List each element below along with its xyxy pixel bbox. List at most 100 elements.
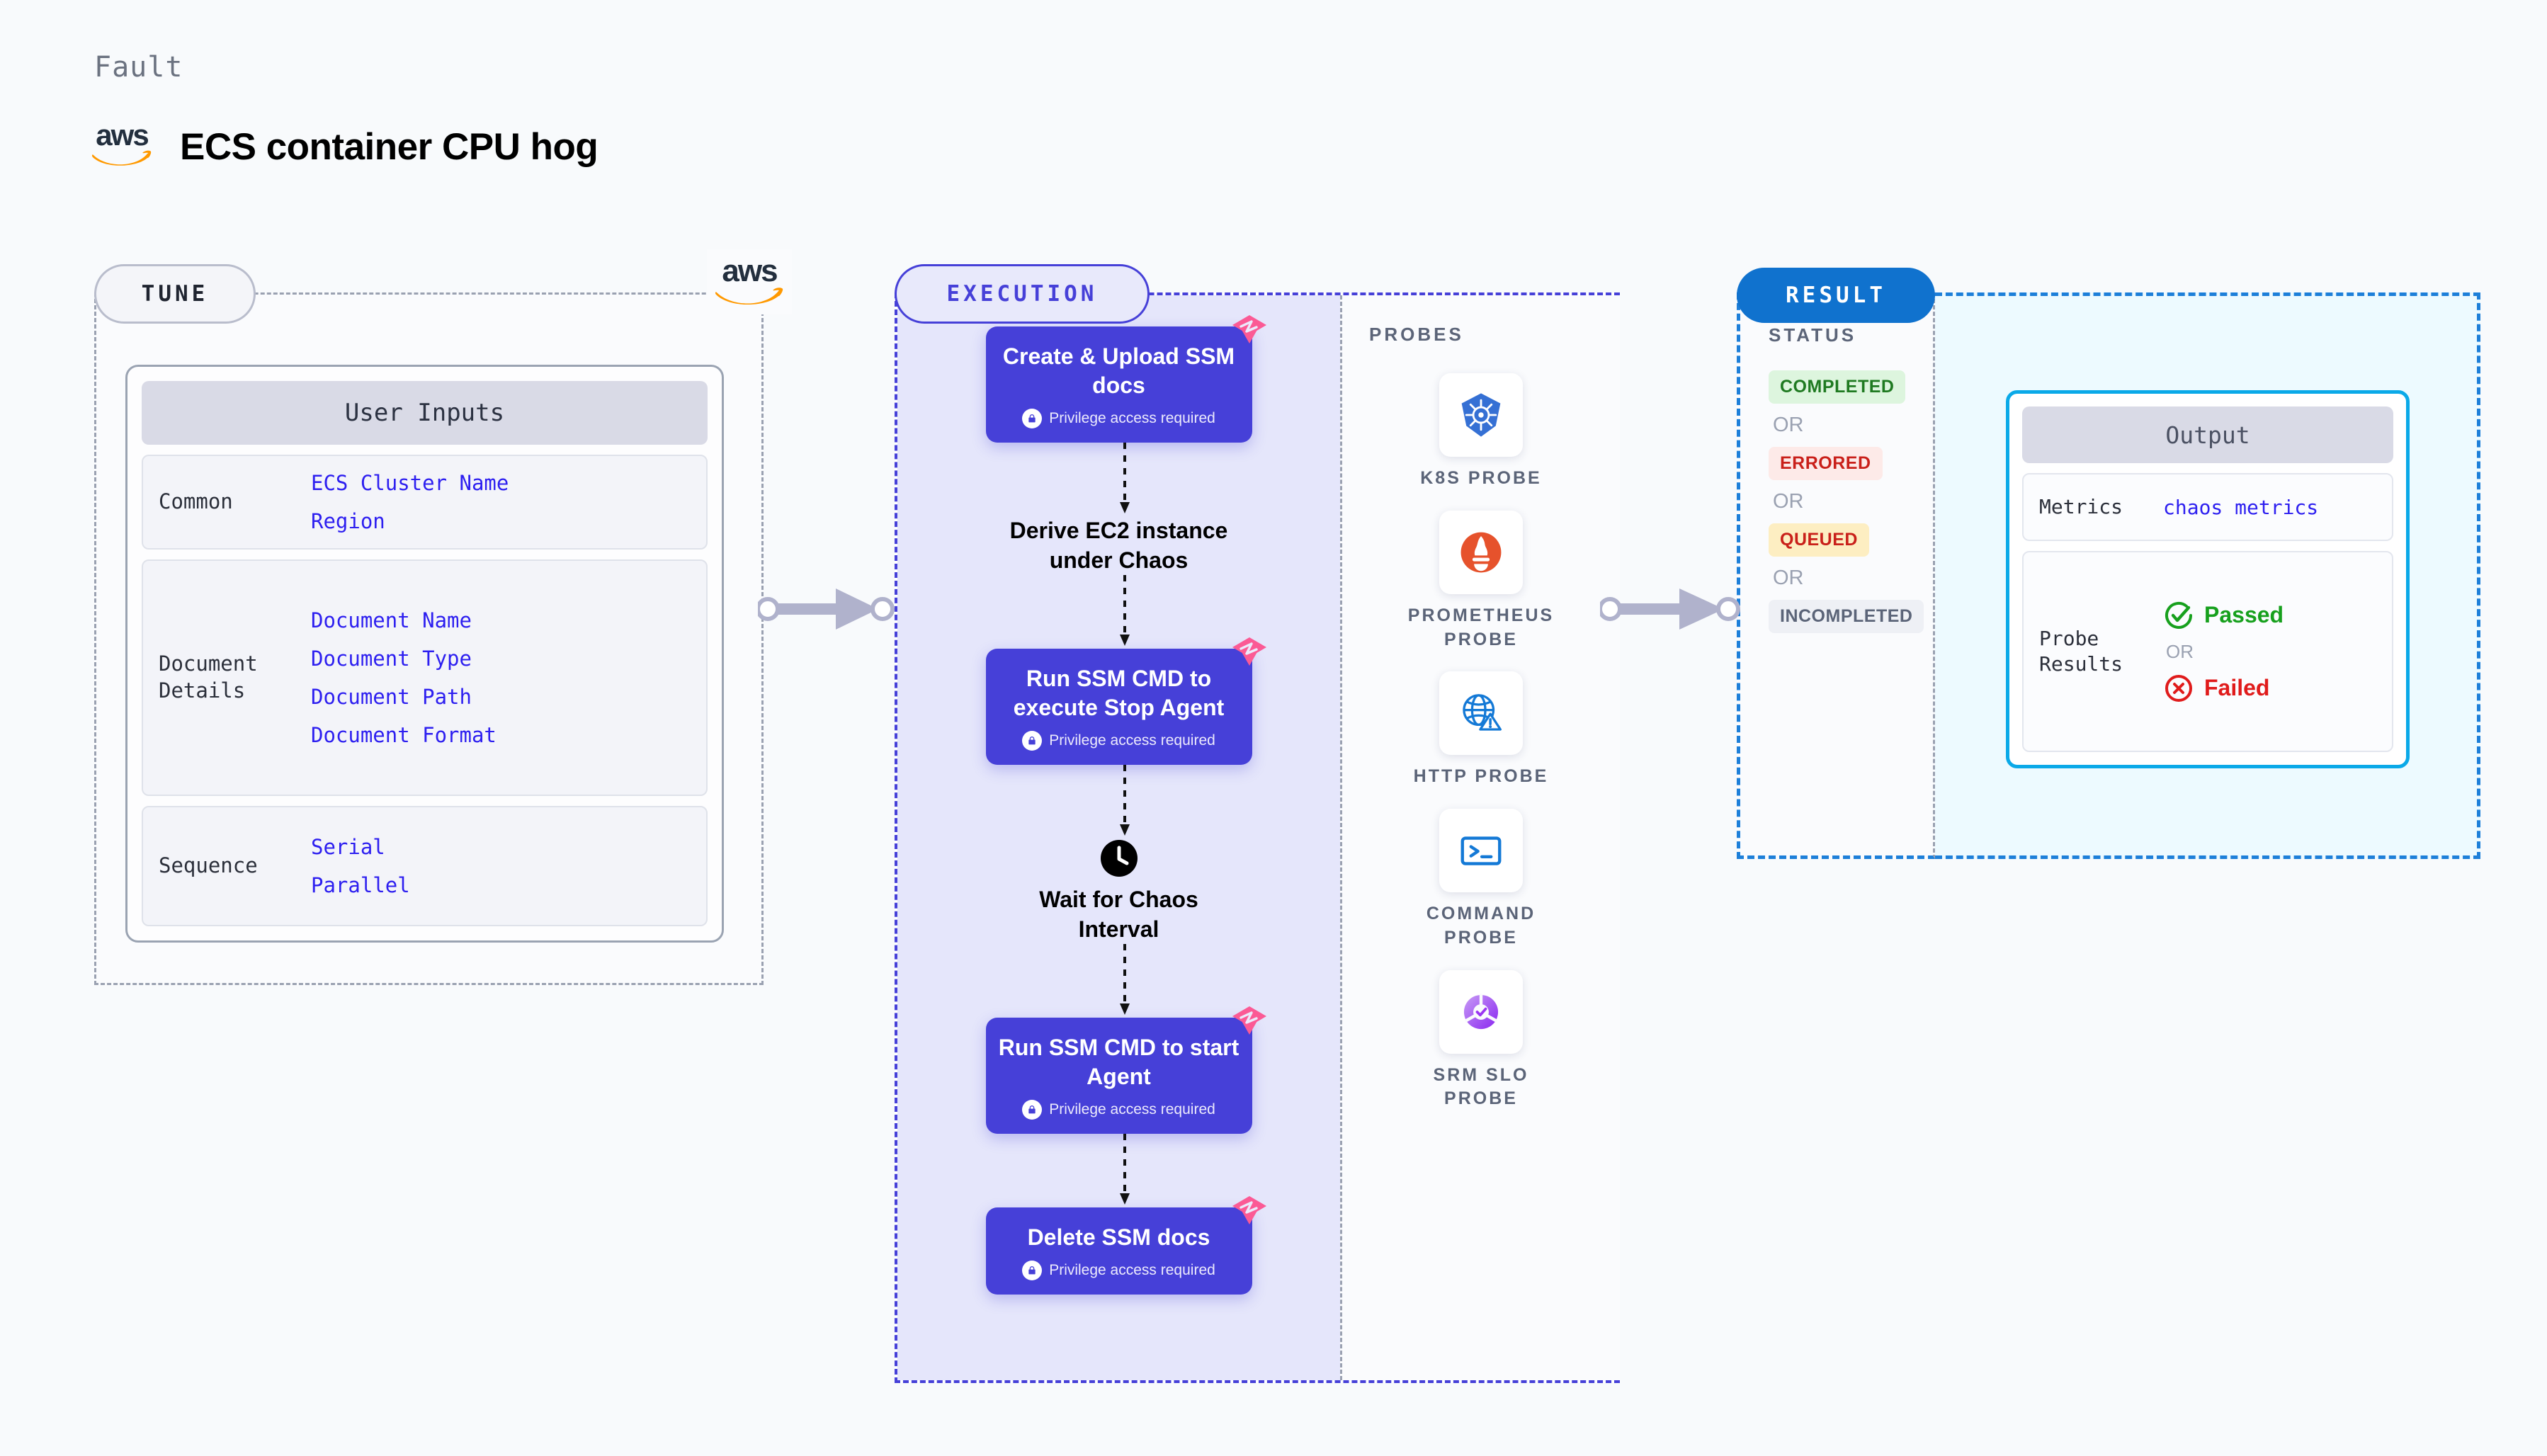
- input-value[interactable]: Document Name: [311, 608, 472, 632]
- probe-result-label: Passed: [2204, 602, 2284, 627]
- input-group-sequence: Sequence Serial Parallel: [142, 806, 708, 926]
- input-value[interactable]: Document Format: [311, 723, 497, 747]
- input-group-label: Common: [159, 489, 233, 514]
- terminal-icon: [1460, 836, 1502, 865]
- flow-connector: [1118, 575, 1130, 649]
- privilege-text: Privilege access required: [1049, 1101, 1215, 1118]
- output-metrics-value[interactable]: chaos metrics: [2163, 495, 2319, 519]
- probe-item-srm-slo[interactable]: SRM SLO PROBE: [1400, 969, 1562, 1112]
- probes-list: K8S PROBE PROMETHEUS PROBE: [1342, 373, 1620, 1111]
- status-badge-errored: ERRORED: [1769, 447, 1883, 480]
- probe-item-prometheus[interactable]: PROMETHEUS PROBE: [1400, 510, 1562, 652]
- tune-aws-logo-icon: aws: [707, 249, 792, 314]
- input-value[interactable]: Document Path: [311, 685, 472, 709]
- flow-connector: [1118, 765, 1130, 838]
- step-title: Delete SSM docs: [1027, 1224, 1210, 1251]
- input-value[interactable]: Region: [311, 509, 385, 533]
- page-title-row: aws ECS container CPU hog: [91, 120, 599, 173]
- aws-smile-icon: [715, 288, 783, 305]
- output-metrics-label: Metrics: [2039, 494, 2123, 518]
- probe-item-command[interactable]: COMMAND PROBE: [1400, 809, 1562, 950]
- flow-connector: [1118, 944, 1130, 1018]
- status-badge-completed: COMPLETED: [1769, 370, 1906, 404]
- user-inputs-title: User Inputs: [142, 381, 708, 445]
- status-badge-queued: QUEUED: [1769, 523, 1869, 557]
- probe-tile: [1439, 809, 1523, 892]
- litmus-badge-icon: [1232, 1006, 1266, 1035]
- input-value[interactable]: ECS Cluster Name: [311, 471, 509, 495]
- or-separator: OR: [1773, 567, 1804, 589]
- probe-label: PROMETHEUS PROBE: [1407, 605, 1555, 649]
- probe-result-label: Failed: [2204, 675, 2270, 700]
- input-value[interactable]: Document Type: [311, 647, 472, 671]
- probe-result-passed: Passed: [2163, 600, 2284, 631]
- step-title: Run SSM CMD to start Agent: [998, 1035, 1240, 1090]
- lock-icon: [1022, 731, 1043, 751]
- aws-smile-icon: [92, 150, 152, 166]
- status-badge-incompleted: INCOMPLETED: [1769, 600, 1924, 633]
- probe-label: SRM SLO PROBE: [1433, 1064, 1529, 1109]
- srm-slo-icon: [1463, 993, 1499, 1029]
- probe-item-http[interactable]: HTTP PROBE: [1400, 671, 1562, 789]
- probe-label: COMMAND PROBE: [1426, 904, 1536, 948]
- execution-flow-background: [897, 295, 1340, 1380]
- execution-pill[interactable]: EXECUTION: [895, 264, 1150, 324]
- result-status-panel: STATUS COMPLETED OR ERRORED OR QUEUED OR…: [1737, 292, 1935, 859]
- probes-column: PROBES: [1340, 295, 1620, 1380]
- page-title: ECS container CPU hog: [180, 125, 599, 168]
- execution-step-create-upload-ssm-docs[interactable]: Create & Upload SSM docs Privilege acces…: [985, 315, 1266, 443]
- probe-label: K8S PROBE: [1420, 468, 1542, 488]
- http-globe-icon: [1463, 694, 1502, 731]
- probe-tile: [1439, 373, 1523, 457]
- privilege-note: Privilege access required: [997, 731, 1241, 751]
- step-title: Run SSM CMD to execute Stop Agent: [1013, 666, 1225, 721]
- user-inputs-card: User Inputs Common ECS Cluster Name Regi…: [125, 365, 724, 943]
- privilege-note: Privilege access required: [997, 1261, 1241, 1281]
- step-title: Create & Upload SSM docs: [1002, 343, 1235, 398]
- clock-icon: [1100, 840, 1138, 877]
- litmus-badge-icon: [1232, 315, 1266, 343]
- probe-label: HTTP PROBE: [1413, 766, 1549, 787]
- privilege-text: Privilege access required: [1049, 732, 1215, 749]
- probe-item-k8s[interactable]: K8S PROBE: [1400, 373, 1562, 491]
- input-value[interactable]: Parallel: [311, 873, 410, 897]
- litmus-badge-icon: [1232, 637, 1266, 666]
- probe-result-failed: Failed: [2163, 673, 2284, 704]
- page-kicker: Fault: [94, 51, 183, 84]
- probe-tile: [1439, 671, 1523, 756]
- or-separator: OR: [2166, 640, 2194, 662]
- execution-step-run-ssm-cmd-stop-agent[interactable]: Run SSM CMD to execute Stop Agent Privil…: [985, 637, 1266, 765]
- output-group-metrics: Metrics chaos metrics: [2022, 473, 2393, 541]
- execution-step-run-ssm-cmd-start-agent[interactable]: Run SSM CMD to start Agent Privilege acc…: [985, 1006, 1266, 1134]
- x-circle-icon: [2165, 674, 2192, 702]
- tune-pill[interactable]: TUNE: [94, 264, 256, 324]
- flow-connector: [1118, 1134, 1130, 1207]
- connector-tune-to-execution: [758, 588, 895, 630]
- privilege-text: Privilege access required: [1049, 1262, 1215, 1279]
- execution-step-delete-ssm-docs[interactable]: Delete SSM docs Privilege access require…: [985, 1196, 1266, 1295]
- litmus-badge-icon: [1232, 1196, 1266, 1225]
- privilege-note: Privilege access required: [997, 408, 1241, 428]
- kubernetes-icon: [1461, 393, 1501, 437]
- privilege-note: Privilege access required: [997, 1100, 1241, 1120]
- probe-tile: [1439, 969, 1523, 1054]
- execution-panel: PROBES: [895, 292, 1620, 1383]
- lock-icon: [1022, 1261, 1043, 1281]
- privilege-text: Privilege access required: [1049, 409, 1215, 426]
- or-separator: OR: [1773, 414, 1804, 436]
- result-pill[interactable]: RESULT: [1737, 268, 1935, 323]
- probes-title: PROBES: [1369, 324, 1464, 345]
- input-value[interactable]: Serial: [311, 835, 385, 859]
- execution-flow: Create & Upload SSM docs Privilege acces…: [897, 315, 1340, 1295]
- probe-tile: [1439, 510, 1523, 594]
